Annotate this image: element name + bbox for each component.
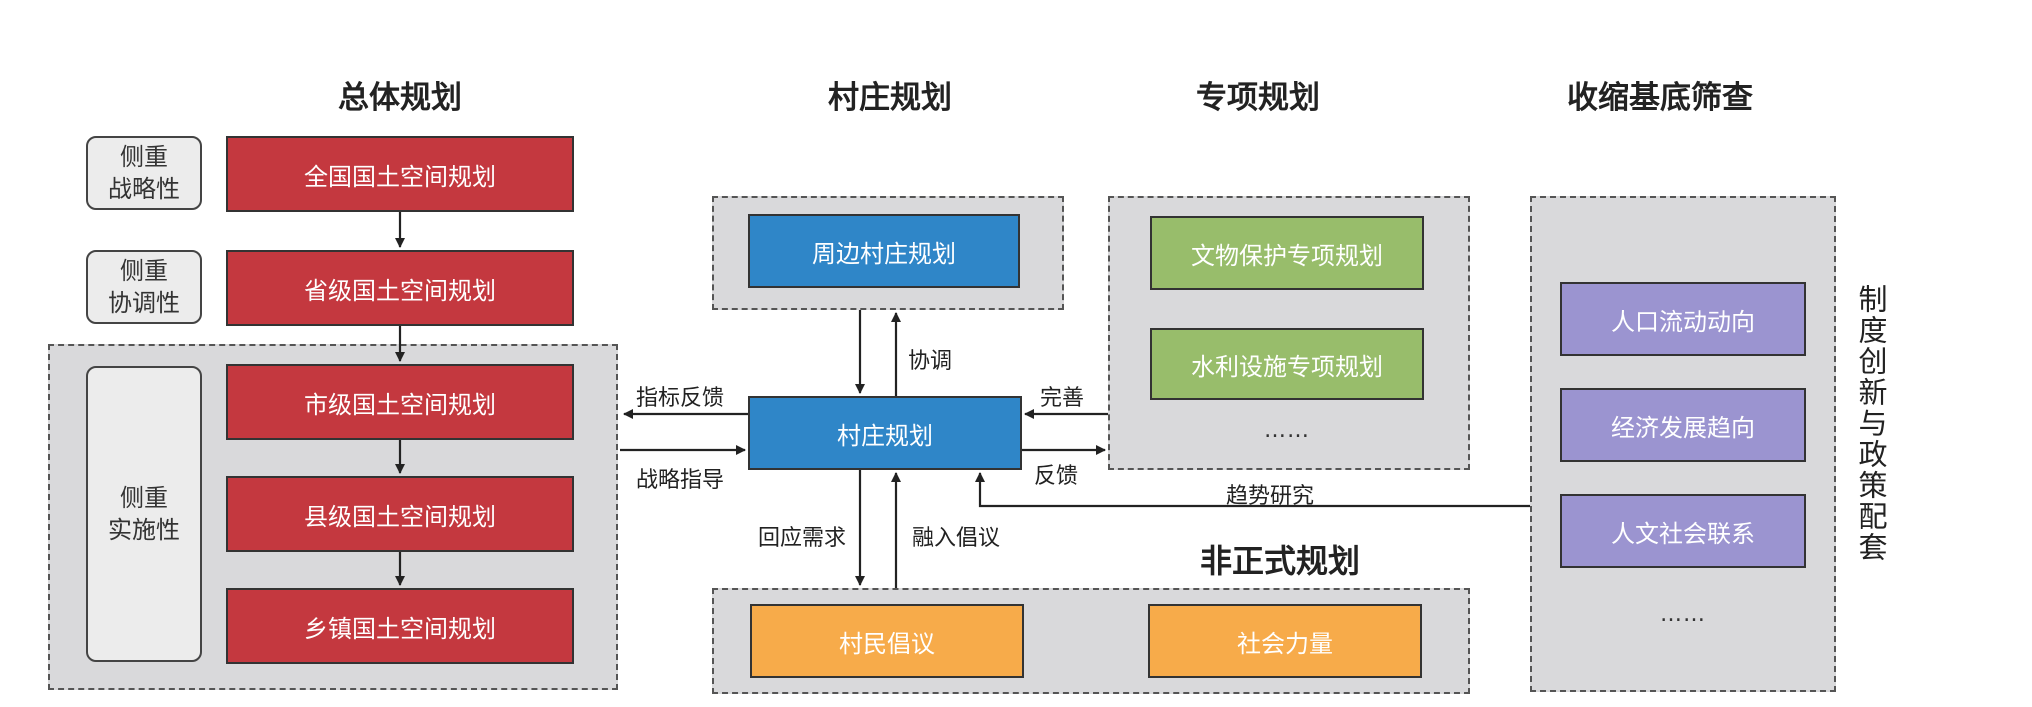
shrink-ellipsis: …… [1660, 602, 1706, 627]
population-flow-box: 人口流动动向 [1560, 282, 1806, 356]
tag-coordination: 侧重 协调性 [86, 250, 202, 324]
cultural-social-box: 人文社会联系 [1560, 494, 1806, 568]
label-improve: 完善 [1040, 386, 1085, 411]
header-village-planning: 村庄规划 [828, 80, 952, 116]
header-overall-planning: 总体规划 [338, 80, 462, 116]
township-plan-box: 乡镇国土空间规划 [226, 588, 574, 664]
surrounding-village-box: 周边村庄规划 [748, 214, 1020, 288]
city-plan-box: 市级国土空间规划 [226, 364, 574, 440]
label-trend-research: 趋势研究 [1226, 484, 1315, 509]
water-facility-box: 水利设施专项规划 [1150, 328, 1424, 400]
label-indicator-feedback: 指标反馈 [636, 386, 725, 411]
label-integrate-initiative: 融入倡议 [912, 526, 1001, 551]
heritage-protection-box: 文物保护专项规划 [1150, 216, 1424, 290]
label-feedback: 反馈 [1034, 464, 1079, 489]
villager-initiative-box: 村民倡议 [750, 604, 1024, 678]
special-ellipsis: …… [1264, 418, 1310, 443]
tag-strategic-text: 侧重 战略性 [108, 142, 180, 203]
economic-trend-box: 经济发展趋向 [1560, 388, 1806, 462]
village-plan-center-box: 村庄规划 [748, 396, 1022, 470]
national-plan-box: 全国国土空间规划 [226, 136, 574, 212]
header-informal-planning: 非正式规划 [1199, 542, 1360, 580]
social-forces-box: 社会力量 [1148, 604, 1422, 678]
header-special-planning: 专项规划 [1196, 80, 1320, 116]
tag-coordination-text: 侧重 协调性 [108, 256, 180, 317]
label-respond-demand: 回应需求 [758, 526, 847, 551]
label-coordinate: 协调 [908, 349, 953, 374]
tag-implementation: 侧重 实施性 [86, 366, 202, 662]
label-strategy-guidance: 战略指导 [636, 468, 725, 493]
tag-strategic: 侧重 战略性 [86, 136, 202, 210]
provincial-plan-box: 省级国土空间规划 [226, 250, 574, 326]
arrow-trend-research [975, 472, 1530, 508]
tag-implementation-text: 侧重 实施性 [108, 483, 180, 544]
header-shrink-screening: 收缩基底筛查 [1567, 80, 1753, 116]
county-plan-box: 县级国土空间规划 [226, 476, 574, 552]
institutional-policy-side-text: 制度创新与政策配套 [1854, 284, 1888, 563]
